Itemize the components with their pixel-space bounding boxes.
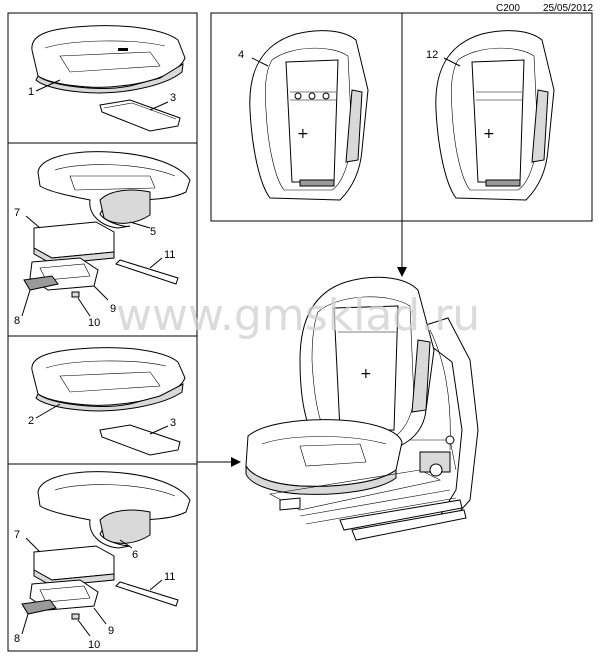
clip-part-10-b — [71, 613, 80, 620]
callout-7: 7 — [14, 207, 20, 219]
backrest-cover-part-4: + — [249, 30, 369, 201]
callout-4: 4 — [238, 49, 244, 61]
cushion-pad-part-3 — [99, 99, 181, 132]
seat-cushion-part-1 — [31, 25, 186, 94]
callout-9: 9 — [110, 303, 116, 315]
callout-10-b: 10 — [88, 639, 100, 651]
foam-pad-part-7 — [33, 221, 115, 265]
callout-7-b: 7 — [14, 529, 20, 541]
callout-6: 6 — [132, 549, 138, 561]
seat-cushion-part-2 — [31, 347, 186, 412]
drawing-code: C200 — [496, 3, 520, 14]
drawing-date: 25/05/2012 — [543, 3, 593, 14]
callout-9-b: 9 — [108, 625, 114, 637]
trim-strip-part-8-b — [21, 599, 57, 615]
callout-8-b: 8 — [14, 633, 20, 645]
callout-11-b: 11 — [164, 571, 175, 583]
seat-frame-part-5 — [37, 151, 191, 229]
callout-10: 10 — [88, 317, 100, 329]
panel-cushion-components-2 — [7, 463, 198, 652]
callout-11: 11 — [164, 249, 175, 261]
callout-8: 8 — [14, 315, 20, 327]
backrest-cover-part-12: + — [435, 30, 555, 201]
watermark: www.gmsklad.ru — [116, 290, 480, 341]
callout-12: 12 — [426, 49, 438, 61]
trim-strip-part-8 — [23, 275, 59, 291]
svg-text:+: + — [360, 366, 372, 382]
rod-part-11-b — [115, 581, 179, 607]
clip-part-10 — [71, 291, 80, 298]
callout-3: 3 — [170, 92, 176, 104]
callout-2: 2 — [28, 415, 34, 427]
svg-text:+: + — [297, 126, 309, 142]
svg-text:+: + — [483, 126, 495, 142]
callout-5: 5 — [150, 226, 156, 238]
rod-part-11 — [115, 259, 179, 285]
seat-frame-part-6 — [37, 471, 191, 549]
callout-1: 1 — [28, 86, 34, 98]
assembled-seat: + — [245, 276, 479, 541]
callout-3-b: 3 — [170, 417, 176, 429]
cushion-pad-part-3-b — [99, 424, 181, 456]
